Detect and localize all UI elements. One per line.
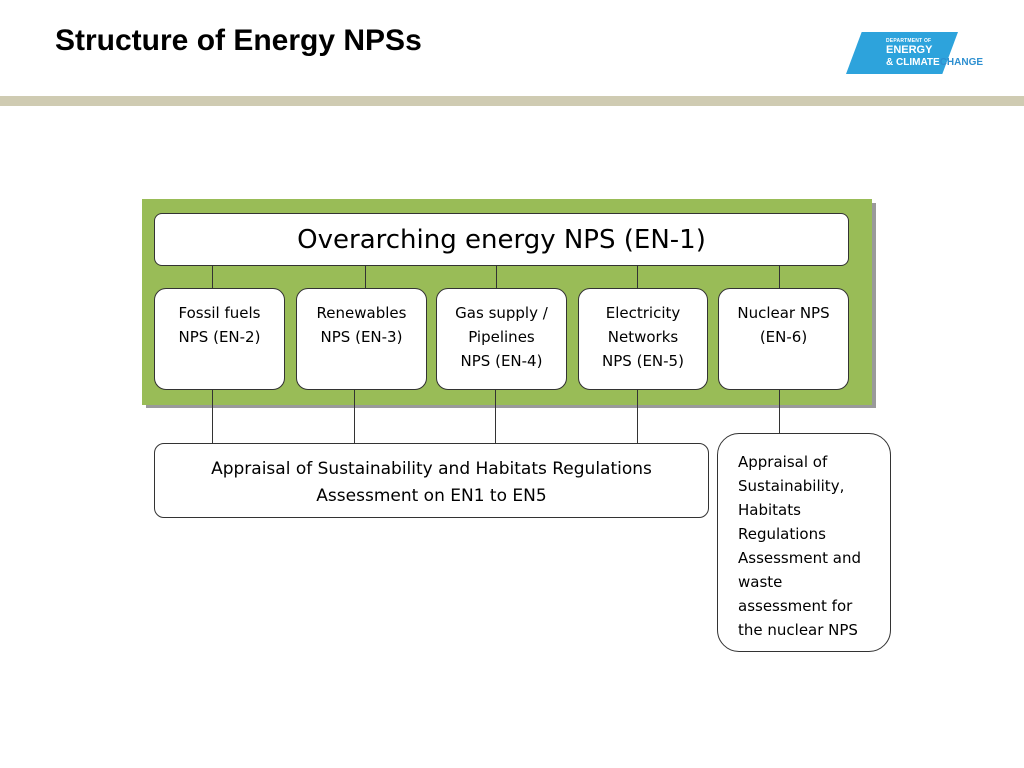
nps-box-renewables: Renewables NPS (EN-3) [296, 288, 427, 390]
overarching-nps-box: Overarching energy NPS (EN-1) [154, 213, 849, 266]
logo-parallelogram [846, 32, 958, 74]
connector-top-3 [496, 266, 497, 288]
connector-bottom-1 [212, 390, 213, 443]
connector-bottom-2 [354, 390, 355, 443]
connector-bottom-5 [779, 390, 780, 433]
nps-box-fossil-fuels: Fossil fuels NPS (EN-2) [154, 288, 285, 390]
connector-top-1 [212, 266, 213, 288]
slide-title: Structure of Energy NPSs [55, 24, 422, 57]
logo-line1: DEPARTMENT OF [886, 38, 932, 44]
header-divider [0, 96, 1024, 106]
connector-bottom-4 [637, 390, 638, 443]
nps-box-gas-supply: Gas supply / Pipelines NPS (EN-4) [436, 288, 567, 390]
logo-line3-suffix: CHANGE [939, 57, 984, 68]
logo-line3-prefix: & CLIMATE [886, 57, 940, 68]
connector-top-5 [779, 266, 780, 288]
connector-top-4 [637, 266, 638, 288]
connector-bottom-3 [495, 390, 496, 443]
logo-line3: & CLIMATECHANGE [886, 57, 983, 68]
nps-box-electricity: Electricity Networks NPS (EN-5) [578, 288, 708, 390]
connector-top-2 [365, 266, 366, 288]
decc-logo: DEPARTMENT OF ENERGY & CLIMATECHANGE [846, 32, 996, 74]
appraisal-main-box: Appraisal of Sustainability and Habitats… [154, 443, 709, 518]
nps-box-nuclear: Nuclear NPS (EN-6) [718, 288, 849, 390]
appraisal-nuclear-box: Appraisal of Sustainability, Habitats Re… [717, 433, 891, 652]
logo-line2: ENERGY [886, 44, 933, 56]
